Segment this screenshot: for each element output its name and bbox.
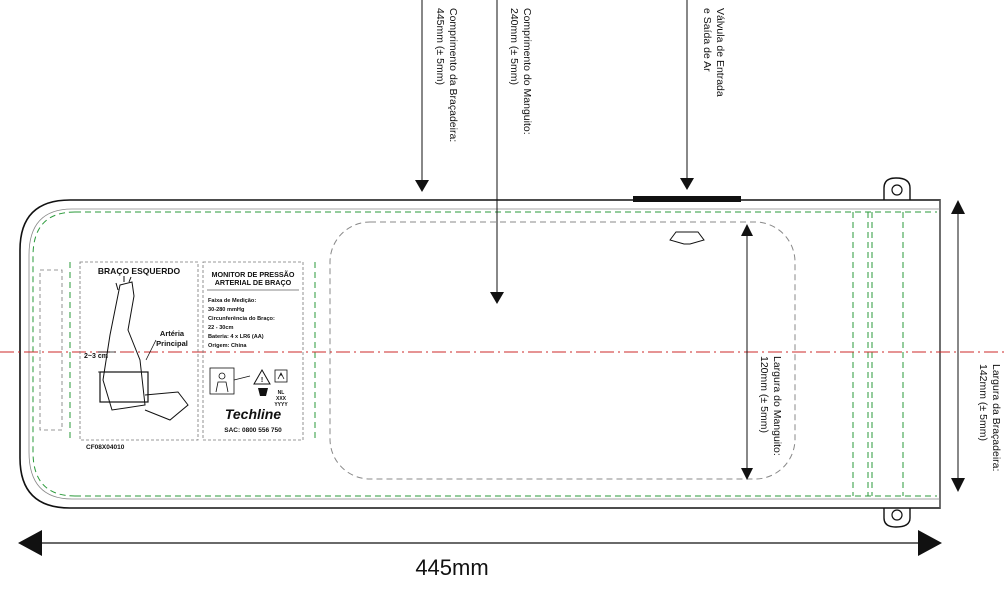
callout-bracadeira-length: Comprimento da Braçadeira: 445mm (± 5mm) <box>434 8 459 142</box>
date-code: YYYY <box>274 402 288 408</box>
distance-label: 2~3 cm <box>84 353 108 360</box>
product-code: CF08X04010 <box>86 444 125 451</box>
dimension-manguito-width <box>741 224 753 480</box>
svg-text:Válvula de Entrada: Válvula de Entrada <box>714 8 726 97</box>
spec-line-2: 30-280 mmHg <box>208 307 245 313</box>
svg-text:Largura da Braçadeira:: Largura da Braçadeira: <box>990 364 1002 471</box>
callout-manguito-width: Largura do Manguito: 120mm (± 5mm) <box>758 356 783 456</box>
svg-text:Comprimento do Manguito:: Comprimento do Manguito: <box>521 8 533 135</box>
manufacturer-icon <box>258 388 268 396</box>
svg-text:240mm (± 5mm): 240mm (± 5mm) <box>508 8 520 85</box>
valve-clip-icon <box>669 231 705 245</box>
warning-mark: ! <box>261 377 263 384</box>
arrow-bracadeira-length <box>415 0 429 192</box>
spec-line-3: Circunferência do Braço: <box>208 316 275 322</box>
label-product-info: MONITOR DE PRESSÃO ARTERIAL DE BRAÇO Fai… <box>202 261 304 441</box>
lot-code: XXX <box>276 396 287 402</box>
svg-text:Comprimento da Braçadeira:: Comprimento da Braçadeira: <box>447 8 459 142</box>
arrow-valve <box>680 0 694 190</box>
valve-bar <box>633 196 741 202</box>
label-left-arm: BRAÇO ESQUERDO 2~3 cm Artéria Principal … <box>79 261 199 451</box>
warning-icon <box>253 368 271 385</box>
spec-line-1: Faixa de Medição: <box>208 298 256 304</box>
svg-text:445mm (± 5mm): 445mm (± 5mm) <box>434 8 446 85</box>
product-title-1: MONITOR DE PRESSÃO <box>212 270 295 279</box>
ring-top <box>883 177 911 200</box>
svg-text:142mm (± 5mm): 142mm (± 5mm) <box>977 364 989 441</box>
cuff-outline <box>19 199 941 509</box>
sac-line: SAC: 0800 556 750 <box>224 427 282 434</box>
lot-label: NL <box>278 390 285 396</box>
svg-text:Largura do Manguito:: Largura do Manguito: <box>771 356 783 456</box>
artery-label-2: Principal <box>156 339 188 348</box>
bf-symbol-icon <box>274 369 288 383</box>
spec-line-4: 22 - 30cm <box>208 325 234 331</box>
dimension-total-length <box>18 530 942 556</box>
spec-line-5: Bateria: 4 x LR6 (AA) <box>208 334 264 340</box>
svg-text:120mm (± 5mm): 120mm (± 5mm) <box>758 356 770 433</box>
product-title-2: ARTERIAL DE BRAÇO <box>215 278 292 287</box>
total-length-label: 445mm <box>415 555 488 580</box>
user-pictogram-icon <box>209 367 251 395</box>
artery-label-1: Artéria <box>160 329 185 338</box>
brand-logo: Techline <box>225 406 281 422</box>
callout-valve: Válvula de Entrada e Saída de Ar <box>701 8 726 97</box>
velcro-zone-lines <box>852 212 904 496</box>
callout-manguito-length: Comprimento do Manguito: 240mm (± 5mm) <box>508 8 533 135</box>
arrow-manguito-length <box>490 0 504 304</box>
svg-text:e Saída de Ar: e Saída de Ar <box>701 8 713 72</box>
left-end-marker <box>39 269 63 431</box>
ring-bottom <box>883 508 911 528</box>
label-left-title: BRAÇO ESQUERDO <box>98 266 181 276</box>
bladder-outline <box>329 221 796 480</box>
callout-bracadeira-width: Largura da Braçadeira: 142mm (± 5mm) <box>977 364 1002 471</box>
dimension-bracadeira-width <box>951 200 965 492</box>
spec-line-6: Origem: China <box>208 343 247 349</box>
